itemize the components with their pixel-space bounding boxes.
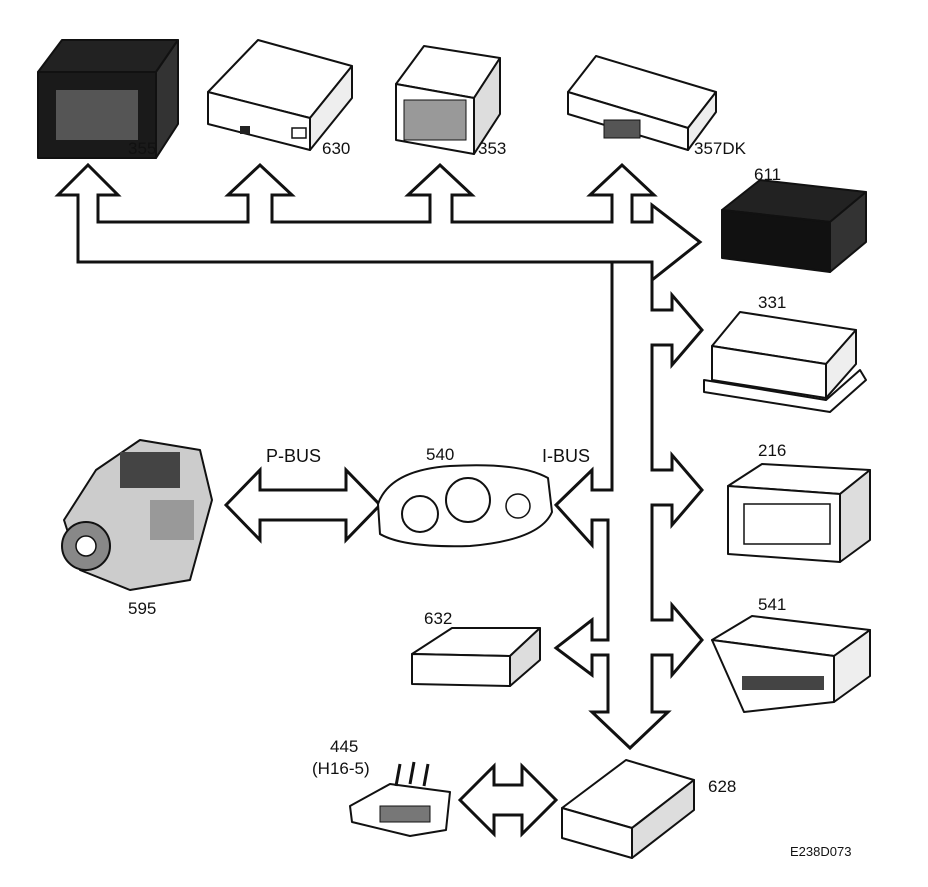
module-628	[561, 759, 695, 859]
label-445-sub: (H16-5)	[312, 759, 370, 778]
p-bus-arrow	[223, 466, 383, 544]
module-611	[721, 179, 867, 273]
module-445-connector	[349, 761, 451, 837]
module-632	[411, 627, 541, 687]
label-353: 353	[478, 139, 506, 158]
label-331: 331	[758, 293, 786, 312]
label-541: 541	[758, 595, 786, 614]
label-630: 630	[322, 139, 350, 158]
label-595: 595	[128, 599, 156, 618]
label-611: 611	[754, 165, 781, 184]
label-p-bus: P-BUS	[266, 446, 321, 466]
label-445: 445	[330, 737, 358, 756]
i-bus-trunk	[553, 260, 704, 751]
label-540: 540	[426, 445, 454, 464]
module-540-cluster	[377, 464, 553, 548]
module-331	[703, 311, 867, 413]
module-353	[395, 45, 501, 155]
label-632: 632	[424, 609, 452, 628]
diag-link-arrow	[457, 762, 559, 838]
label-216: 216	[758, 441, 786, 460]
module-355	[37, 39, 179, 159]
i-bus-top-arrows	[54, 162, 703, 284]
module-541	[711, 615, 871, 713]
module-216	[727, 463, 871, 563]
label-355: 355	[128, 139, 156, 158]
label-i-bus: I-BUS	[542, 446, 590, 466]
label-628: 628	[708, 777, 736, 796]
figure-reference: E238D073	[790, 844, 851, 859]
label-357dk: 357DK	[694, 139, 747, 158]
module-595-pump	[61, 439, 213, 591]
module-357dk	[567, 55, 717, 151]
module-630	[207, 39, 353, 151]
